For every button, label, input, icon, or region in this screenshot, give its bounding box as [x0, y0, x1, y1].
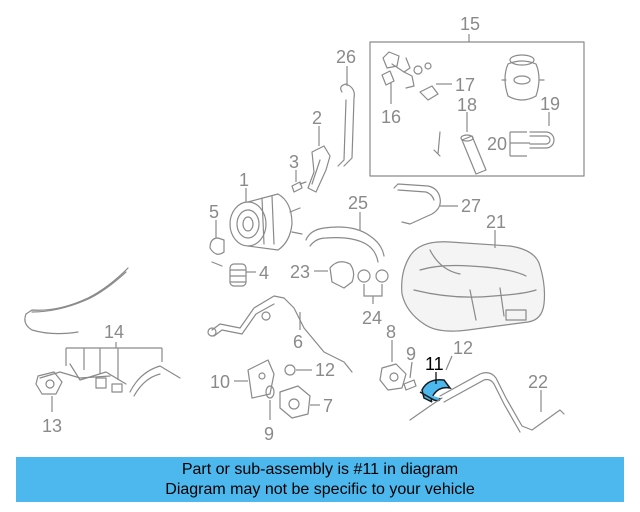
part-18-filter: [433, 131, 487, 175]
label-13: 13: [42, 416, 62, 436]
part-10-bracket: [247, 359, 275, 399]
label-18: 18: [457, 95, 477, 115]
part-9-gasket-lower: [265, 385, 275, 399]
part-21-fuel-tank: [401, 241, 546, 332]
label-15: 15: [460, 14, 480, 34]
label-9-upper: 9: [406, 344, 416, 364]
label-1: 1: [239, 170, 249, 190]
caption-line-1: Part or sub-assembly is #11 in diagram: [181, 461, 459, 478]
label-17: 17: [455, 75, 475, 95]
label-4: 4: [259, 263, 269, 283]
label-26: 26: [336, 47, 356, 67]
part-25-hose: [305, 226, 385, 263]
part-11-highlighted: [419, 378, 452, 403]
part-4-mount: [229, 263, 247, 287]
label-25: 25: [348, 193, 368, 213]
label-11: 11: [425, 354, 444, 374]
part-2-bracket: [307, 145, 331, 193]
part-23-elbow: [329, 261, 355, 289]
caption-line-2: Diagram may not be specific to your vehi…: [165, 481, 475, 498]
part-22-pipe: [409, 372, 565, 433]
part-9-gasket-upper: [403, 379, 417, 391]
label-23: 23: [290, 262, 310, 282]
label-10: 10: [210, 372, 230, 392]
part-16-fittings: [381, 51, 439, 101]
label-12-lower: 12: [315, 360, 335, 380]
label-6: 6: [293, 332, 303, 352]
label-3: 3: [289, 152, 299, 172]
part-7-valve: [279, 385, 311, 419]
left-vent-tube: [24, 267, 129, 335]
label-21: 21: [486, 212, 506, 232]
label-16: 16: [381, 107, 401, 127]
label-19: 19: [540, 94, 560, 114]
label-27: 27: [461, 196, 481, 216]
part-6-pipe: [207, 295, 353, 373]
part-15-canister: [501, 54, 545, 101]
part-3-bolt: [291, 181, 307, 193]
label-24: 24: [362, 308, 382, 328]
part-26-tube: [337, 83, 355, 167]
label-14: 14: [104, 322, 124, 342]
part-24-clamps: [357, 269, 389, 283]
part-19-hose: [529, 131, 555, 149]
label-12-upper: 12: [453, 338, 473, 358]
inset-box: [369, 41, 585, 177]
part-1-air-pump: [229, 193, 303, 251]
label-20: 20: [487, 134, 507, 154]
label-7: 7: [323, 396, 333, 416]
part-5-clip: [209, 237, 225, 267]
part-8-valve: [379, 363, 407, 391]
label-5: 5: [209, 202, 219, 222]
caption-banner: Part or sub-assembly is #11 in diagram D…: [16, 457, 624, 502]
label-22: 22: [528, 372, 548, 392]
label-2: 2: [312, 108, 322, 128]
label-8: 8: [386, 322, 396, 342]
label-9-lower: 9: [264, 424, 274, 444]
part-13-valve: [35, 371, 63, 395]
part-14-hoses: [39, 363, 181, 397]
part-27-sensor: [393, 183, 441, 225]
part-12-gasket: [284, 364, 296, 376]
